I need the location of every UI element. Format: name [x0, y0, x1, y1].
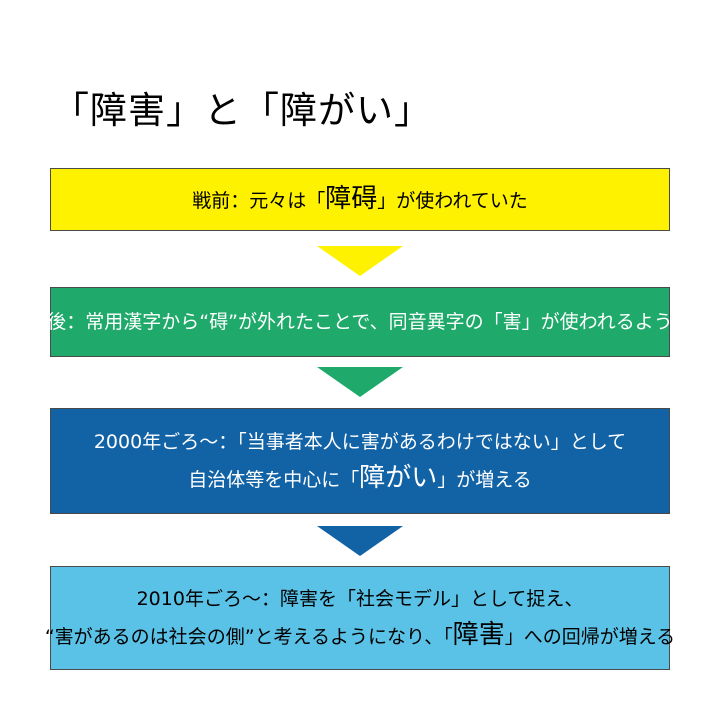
down-arrow-icon: [317, 526, 403, 556]
step-line: 戦前：元々は「障碍」が使われていた: [192, 181, 528, 219]
step-line: 自治体等を中心に「障がい」が増える: [188, 460, 531, 498]
step-text: 戦前：元々は「: [192, 189, 326, 212]
step-line: 2010年ごろ～：障害を「社会モデル」として捉え、: [137, 581, 584, 617]
step-postwar-box: 戦後：常用漢字から“碍”が外れたことで、同音異字の「害」が使われるように: [28, 287, 692, 357]
down-arrow-icon: [317, 367, 403, 397]
step-text: 2000年ごろ～：「当事者本人に害があるわけではない」として: [93, 431, 627, 453]
step-2000s-box: 2000年ごろ～：「当事者本人に害があるわけではない」として 自治体等を中心に「…: [50, 408, 670, 514]
page-title: 「障害」と「障がい」: [52, 89, 432, 132]
step-text: 自治体等を中心に「: [188, 469, 360, 491]
step-text: 2010年ごろ～：障害を「社会モデル」として捉え、: [136, 588, 584, 610]
step-emphasis: 障害: [452, 620, 505, 650]
step-text: 戦後：常用漢字から“碍”が外れたことで、同音異字の「害」が使われるように: [28, 311, 692, 333]
step-emphasis: 障碍: [325, 183, 378, 214]
step-line: 戦後：常用漢字から“碍”が外れたことで、同音異字の「害」が使われるように: [28, 304, 691, 340]
step-line: 2000年ごろ～：「当事者本人に害があるわけではない」として: [94, 424, 626, 460]
step-line: “害があるのは社会の側”と考えるようになり、「障害」への回帰が増える: [45, 617, 675, 655]
step-text: “害があるのは社会の側”と考えるようになり、「: [44, 626, 453, 648]
step-2010s-box: 2010年ごろ～：障害を「社会モデル」として捉え、 “害があるのは社会の側”と考…: [45, 566, 675, 670]
down-arrow-icon: [317, 246, 403, 276]
step-text: 」が使われていた: [377, 189, 528, 212]
step-text: 」への回帰が増える: [504, 626, 676, 648]
step-text: 」が増える: [437, 469, 532, 491]
step-emphasis: 障がい: [359, 463, 438, 493]
step-prewar-box: 戦前：元々は「障碍」が使われていた: [50, 168, 670, 231]
